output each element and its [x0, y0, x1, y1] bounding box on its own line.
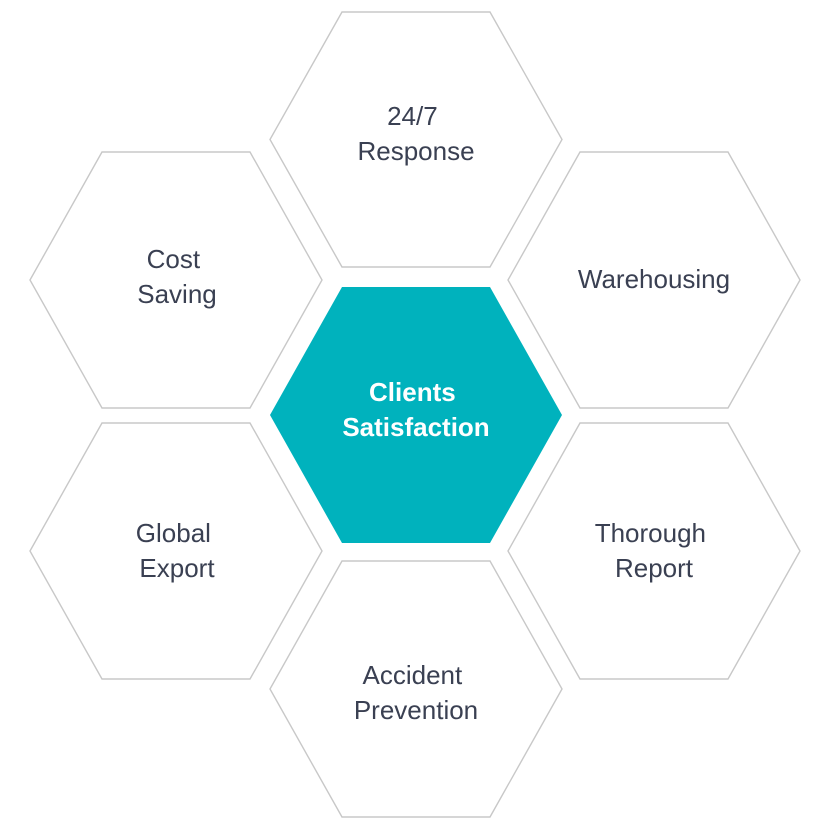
- hex-upper-right-label-line1: Warehousing: [578, 264, 730, 294]
- svg-text:Warehousing: Warehousing: [578, 264, 730, 294]
- hex-upper-right: Warehousing: [507, 151, 801, 409]
- hex-lower-right-label-line1: Thorough: [595, 518, 706, 548]
- hex-lower-right: Thorough Report: [507, 422, 801, 680]
- hex-bottom: Accident Prevention: [269, 560, 563, 818]
- hex-upper-right-shape: [507, 151, 801, 409]
- hex-upper-left-label-line2: Saving: [137, 279, 217, 309]
- hex-top-label-line1: 24/7: [387, 101, 438, 131]
- hex-center: Clients Satisfaction: [270, 287, 562, 543]
- hex-bottom-label-line2: Prevention: [354, 695, 478, 725]
- hex-top: 24/7 Response: [269, 11, 563, 268]
- hex-lower-left-label-line2: Export: [139, 553, 215, 583]
- hex-upper-left-label-line1: Cost: [147, 244, 201, 274]
- hex-lower-left: Global Export: [29, 422, 323, 680]
- hex-bottom-shape: [269, 560, 563, 818]
- svg-text:Clients Satisfaction: Clients Satisfaction: [342, 377, 489, 442]
- hex-top-shape: [269, 11, 563, 268]
- hex-lower-left-label-line1: Global: [136, 518, 211, 548]
- svg-text:Thorough Report: Thorough Report: [595, 518, 714, 583]
- hex-center-label-line2: Satisfaction: [342, 412, 489, 442]
- hex-bottom-label-line1: Accident: [363, 660, 463, 690]
- hex-center-label-line1: Clients: [369, 377, 456, 407]
- hex-upper-left-shape: [29, 151, 323, 409]
- svg-text:24/7 Response: 24/7 Response: [357, 101, 474, 166]
- hex-top-label-line2: Response: [357, 136, 474, 166]
- hex-upper-left: Cost Saving: [29, 151, 323, 409]
- svg-text:Accident Prevention: Accident Prevention: [354, 660, 478, 725]
- hex-lower-left-shape: [29, 422, 323, 680]
- svg-text:Global Export: Global Export: [136, 518, 218, 583]
- svg-text:Cost Saving: Cost Saving: [137, 244, 217, 309]
- hex-lower-right-shape: [507, 422, 801, 680]
- hex-center-shape: [270, 287, 562, 543]
- hex-lower-right-label-line2: Report: [615, 553, 694, 583]
